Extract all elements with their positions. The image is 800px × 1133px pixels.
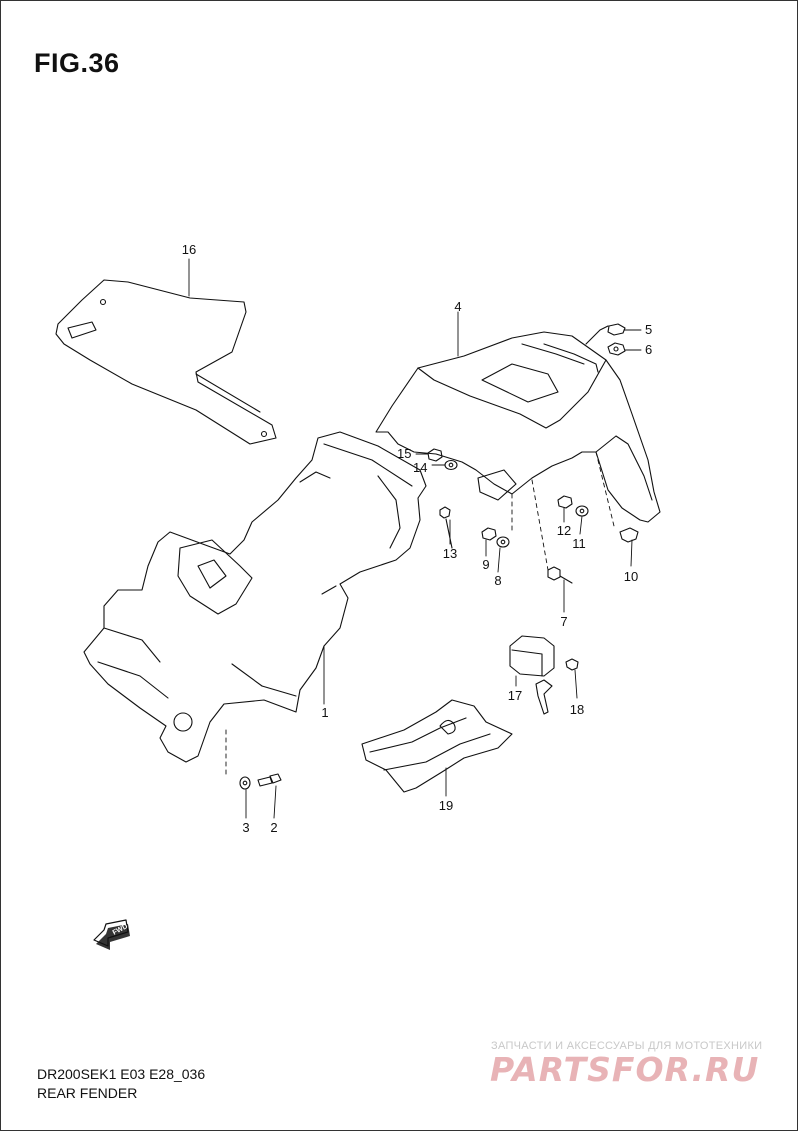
figure-title: FIG.36 [34, 48, 120, 78]
callout-18: 18 [570, 702, 584, 717]
part-12-nut[interactable] [557, 495, 573, 509]
part-9-nut[interactable] [481, 527, 497, 541]
callout-17: 17 [508, 688, 522, 703]
leader-lines [188, 258, 642, 819]
part-5-clip[interactable] [607, 323, 626, 336]
part-6-nut[interactable] [607, 342, 626, 356]
callout-13: 13 [443, 546, 457, 561]
part-8-washer[interactable] [496, 536, 510, 548]
part-18-screw[interactable] [565, 658, 579, 671]
callout-2: 2 [270, 820, 277, 835]
callout-4: 4 [454, 299, 461, 314]
part-2-bolt[interactable] [257, 773, 282, 787]
callout-9: 9 [482, 557, 489, 572]
watermark-logo: PARTSFOR.RU [490, 1050, 760, 1089]
watermark-tagline: ЗАПЧАСТИ И АКСЕССУАРЫ ДЛЯ МОТОТЕХНИКИ [491, 1040, 763, 1052]
part-11-washer[interactable] [575, 505, 589, 517]
part-19-tool-bag[interactable] [361, 699, 513, 793]
part-17-holder[interactable] [509, 635, 555, 715]
callout-11: 11 [572, 536, 586, 551]
part-10-bolt[interactable] [619, 527, 639, 543]
part-16-shield-plate[interactable] [55, 279, 277, 445]
callout-16: 16 [182, 242, 196, 257]
fwd-arrow-icon: FWD [93, 919, 130, 950]
callout-1: 1 [321, 705, 328, 720]
callout-12: 12 [557, 523, 571, 538]
callout-10: 10 [624, 569, 638, 584]
part-4-upper-fender[interactable] [375, 325, 661, 523]
part-1-rear-fender[interactable] [83, 431, 427, 763]
part-15-nut[interactable] [427, 448, 443, 462]
callout-14: 14 [413, 460, 427, 475]
callout-3: 3 [242, 820, 249, 835]
callout-19: 19 [439, 798, 453, 813]
model-code: DR200SEK1 E03 E28_036 [37, 1066, 206, 1082]
callout-6: 6 [645, 342, 652, 357]
part-14-washer[interactable] [444, 459, 458, 471]
callout-15: 15 [397, 446, 411, 461]
callout-7: 7 [560, 614, 567, 629]
callout-5: 5 [645, 322, 652, 337]
part-group-name: REAR FENDER [37, 1085, 138, 1101]
part-13-bolt[interactable] [439, 506, 453, 549]
callout-8: 8 [494, 573, 501, 588]
part-3-washer[interactable] [239, 776, 251, 790]
part-7-bolt[interactable] [547, 566, 573, 584]
